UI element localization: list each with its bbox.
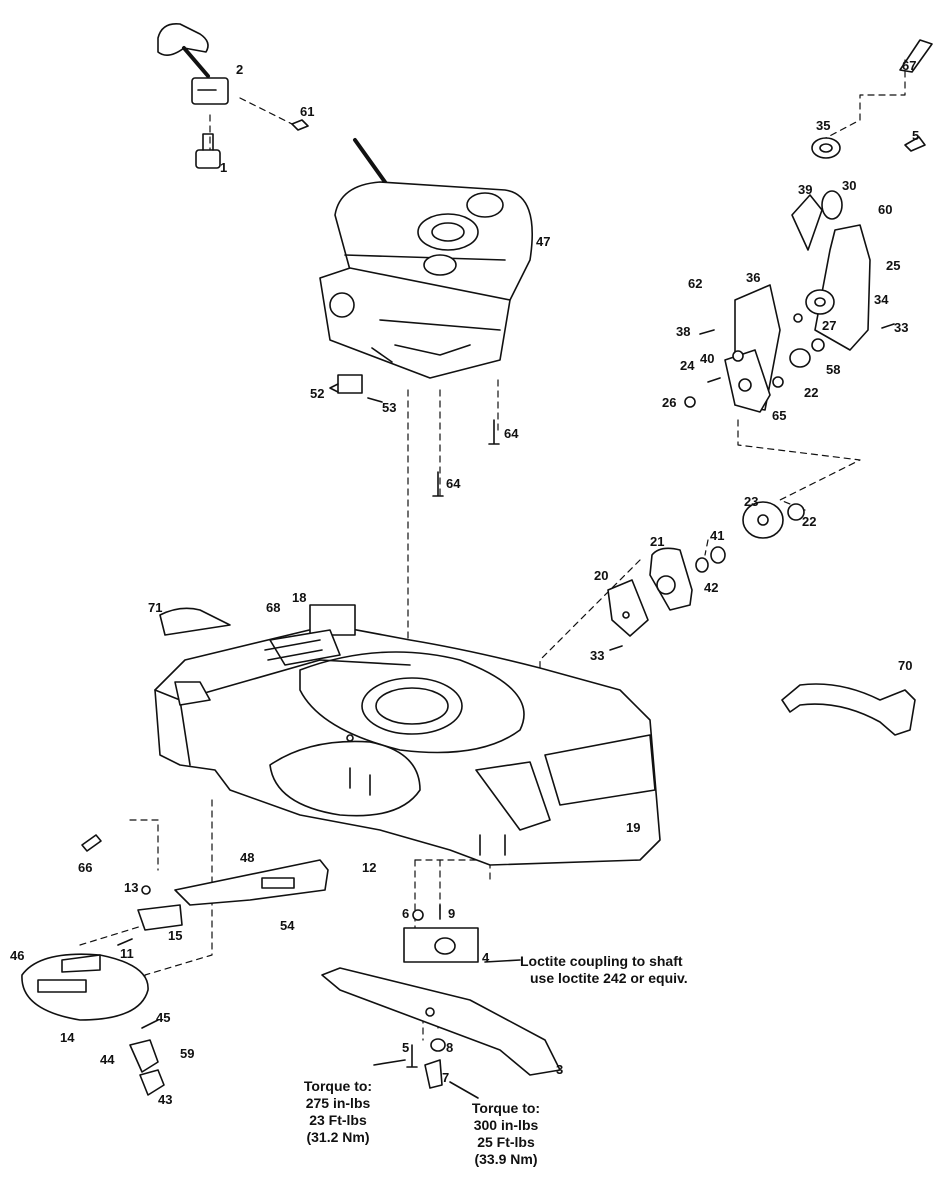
torque-note-line: 275 in-lbs — [305, 1095, 371, 1111]
torque-note-line: Torque to: — [471, 1100, 541, 1116]
part-label: 18 — [292, 590, 306, 605]
part-label: 30 — [842, 178, 856, 193]
part-label: 42 — [704, 580, 718, 595]
part-label: 64 — [504, 426, 519, 441]
part-label: 46 — [10, 948, 24, 963]
engine — [319, 138, 533, 497]
part-label: 65 — [772, 408, 786, 423]
torque-note-line: (33.9 Nm) — [474, 1151, 538, 1167]
torque-note-line: 23 Ft-lbs — [309, 1112, 367, 1128]
part-label: 15 — [168, 928, 182, 943]
part-label: 22 — [802, 514, 816, 529]
part-label: 20 — [594, 568, 608, 583]
part-label: 22 — [804, 385, 818, 400]
part-label: 2 — [236, 62, 243, 77]
part-label: 58 — [826, 362, 840, 377]
torque-note-line: Torque to: — [303, 1078, 373, 1094]
loctite-note-line: Loctite coupling to shaft — [520, 953, 683, 969]
part-label: 52 — [310, 386, 324, 401]
part-label: 5 — [402, 1040, 409, 1055]
part-label: 53 — [382, 400, 396, 415]
part-label: 12 — [362, 860, 376, 875]
part-label: 27 — [822, 318, 836, 333]
part-label: 6 — [402, 906, 409, 921]
part-label: 23 — [744, 494, 758, 509]
part-label: 9 — [448, 906, 455, 921]
mower-deck — [154, 604, 661, 866]
part-label: 36 — [746, 270, 760, 285]
part-label: 47 — [536, 234, 550, 249]
torque-note-left: Torque to: 275 in-lbs 23 Ft-lbs (31.2 Nm… — [288, 1078, 388, 1146]
part-label: 33 — [894, 320, 908, 335]
part-label: 35 — [816, 118, 830, 133]
torque-note-line: 25 Ft-lbs — [477, 1134, 535, 1150]
part-label: 13 — [124, 880, 138, 895]
part-label: 59 — [180, 1046, 194, 1061]
part-label: 71 — [148, 600, 162, 615]
drive-parts — [607, 39, 933, 736]
part-label: 19 — [626, 820, 640, 835]
part-label: 24 — [680, 358, 695, 373]
torque-note-line: 300 in-lbs — [473, 1117, 539, 1133]
part-label: 62 — [688, 276, 702, 291]
part-label: 45 — [156, 1010, 170, 1025]
loctite-note-line: use loctite 242 or equiv. — [530, 970, 688, 986]
part-label: 67 — [902, 58, 916, 73]
part-label: 60 — [878, 202, 892, 217]
part-label: 43 — [158, 1092, 172, 1107]
part-label: 66 — [78, 860, 92, 875]
part-label: 8 — [446, 1040, 453, 1055]
part-label: 68 — [266, 600, 280, 615]
part-label: 64 — [446, 476, 461, 491]
part-label: 3 — [556, 1062, 563, 1077]
knob-assembly — [157, 22, 309, 169]
part-label: 26 — [662, 395, 676, 410]
blade-assembly — [321, 904, 561, 1099]
part-label: 54 — [280, 918, 295, 933]
part-label: 11 — [120, 946, 134, 961]
part-label: 70 — [898, 658, 912, 673]
loctite-note: Loctite coupling to shaft use loctite 24… — [520, 953, 688, 987]
part-label: 25 — [886, 258, 900, 273]
part-label: 39 — [798, 182, 812, 197]
part-label: 38 — [676, 324, 690, 339]
part-label: 48 — [240, 850, 254, 865]
part-label: 41 — [710, 528, 724, 543]
mulch-parts — [21, 834, 329, 1096]
part-label: 1 — [220, 160, 227, 175]
part-label: 40 — [700, 351, 714, 366]
part-label: 4 — [482, 950, 490, 965]
part-label: 7 — [442, 1070, 449, 1085]
part-label: 34 — [874, 292, 889, 307]
part-label: 14 — [60, 1030, 75, 1045]
torque-note-right: Torque to: 300 in-lbs 25 Ft-lbs (33.9 Nm… — [456, 1100, 556, 1168]
part-label: 21 — [650, 534, 664, 549]
part-label: 5 — [912, 128, 919, 143]
part-label: 33 — [590, 648, 604, 663]
part-labels: 67 5 35 30 39 60 25 62 36 34 27 33 38 40… — [10, 58, 919, 1107]
part-label: 44 — [100, 1052, 115, 1067]
part-label: 61 — [300, 104, 314, 119]
torque-note-line: (31.2 Nm) — [306, 1129, 370, 1145]
